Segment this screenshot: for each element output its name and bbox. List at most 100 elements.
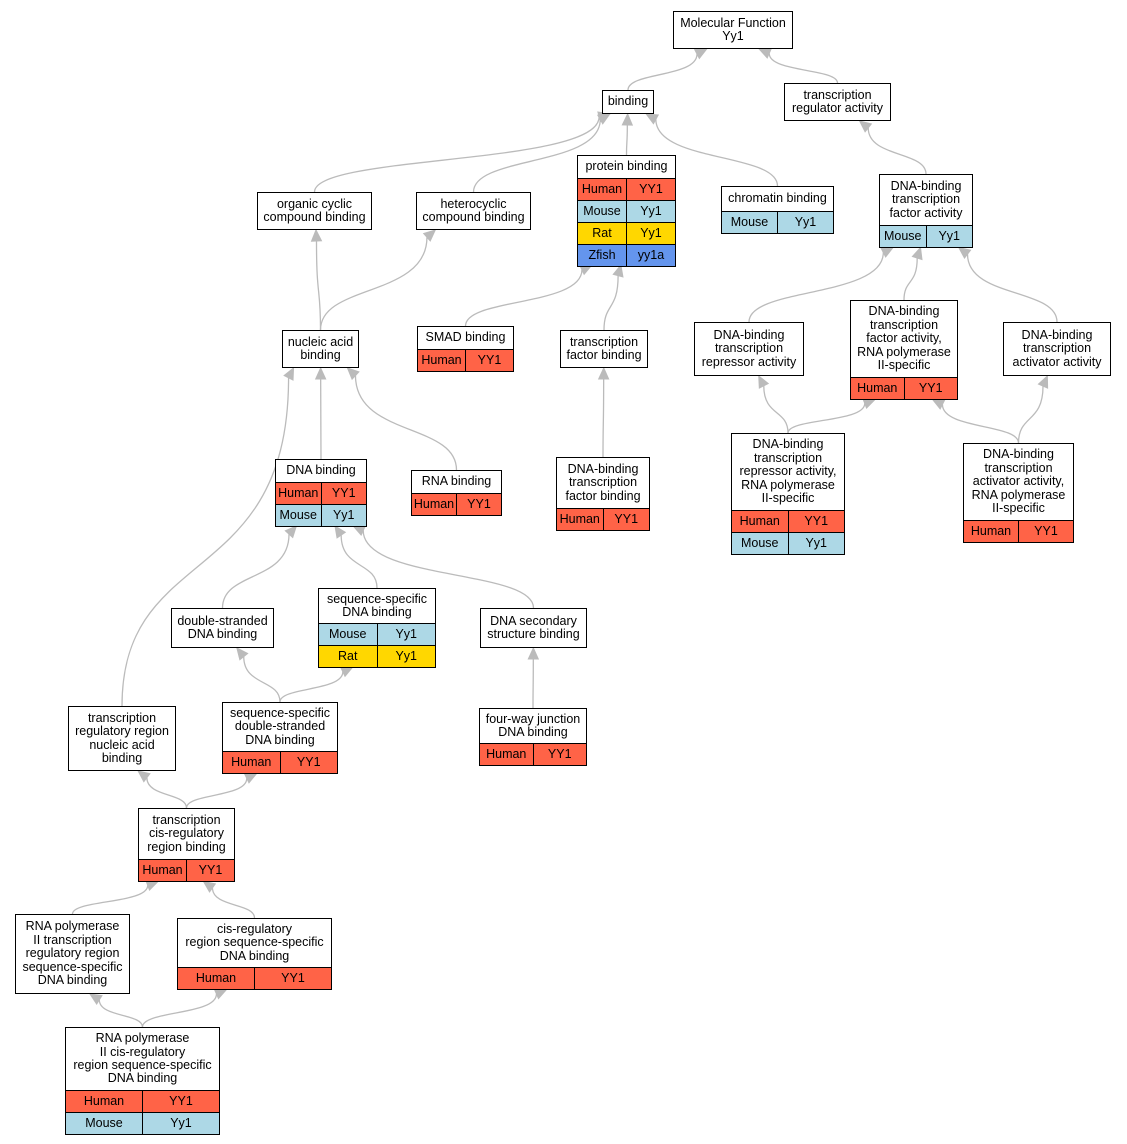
arrowhead [693, 48, 708, 60]
node-dbtra[interactable]: DNA-binding transcription repressor acti… [694, 322, 804, 376]
node-title: cis-regulatory region sequence-specific … [185, 921, 324, 963]
edge-ocb-binding [313, 116, 600, 193]
arrowhead [596, 113, 611, 125]
node-tra[interactable]: transcription regulator activity [784, 83, 891, 121]
node-title: RNA binding [421, 474, 492, 489]
arrowhead [422, 229, 437, 242]
node-title: organic cyclic compound binding [263, 196, 366, 224]
node-title: SMAD binding [425, 330, 506, 345]
gene-symbol: Yy1 [925, 226, 973, 247]
species-name: Rat [338, 648, 358, 663]
gene-symbol: YY1 [279, 752, 338, 773]
node-title: binding [607, 94, 649, 109]
node-dbtaa2[interactable]: DNA-binding transcription activator acti… [963, 443, 1074, 543]
node-tfb[interactable]: transcription factor binding [560, 330, 648, 368]
node-ocb[interactable]: organic cyclic compound binding [257, 192, 372, 230]
edge-nab-ocb [315, 240, 322, 331]
node-title: DNA-binding transcription factor activit… [889, 178, 963, 220]
gene-symbol: YY1 [903, 378, 958, 399]
arrowhead [310, 228, 323, 242]
node-tcrrb[interactable]: transcription cis-regulatory region bind… [138, 808, 235, 882]
species-name: Human [857, 380, 898, 395]
node-dbtfa[interactable]: DNA-binding transcription factor activit… [879, 174, 973, 248]
gene-symbol: Yy1 [626, 201, 675, 222]
gene-symbol: YY1 [532, 744, 587, 765]
arrowhead [527, 646, 540, 660]
arrowhead [284, 525, 298, 539]
node-binding[interactable]: binding [602, 90, 654, 114]
node-rnapcis[interactable]: RNA polymerase II cis-regulatory region … [65, 1027, 220, 1135]
node-trrnab[interactable]: transcription regulatory region nucleic … [68, 706, 176, 771]
node-title: DNA-binding transcription factor binding [565, 461, 641, 503]
arrowhead [621, 112, 634, 126]
node-title: transcription regulator activity [791, 87, 883, 115]
node-ssdsdb[interactable]: sequence-specific double-stranded DNA bi… [222, 702, 338, 774]
edge-rnapii-tcrrb [71, 885, 149, 915]
gene-symbol: Yy1 [777, 212, 833, 233]
species-row: Human YY1 [851, 377, 957, 399]
node-dbtfb[interactable]: DNA-binding transcription factor binding… [556, 457, 650, 531]
node-title: Molecular Function Yy1 [680, 15, 786, 43]
node-title: sequence-specific double-stranded DNA bi… [229, 705, 331, 747]
edge-pb-binding [625, 124, 628, 156]
node-title: sequence-specific DNA binding [326, 591, 428, 619]
gene-symbol: Yy1 [626, 223, 675, 244]
node-rnapii[interactable]: RNA polymerase II transcription regulato… [15, 914, 130, 994]
edge-dbtfb-tfb [602, 378, 605, 458]
gene-symbol: YY1 [465, 350, 513, 371]
edge-rnab-nab [354, 375, 458, 471]
edge-ssdsdb-dsdb [243, 656, 281, 703]
arrowhead [346, 367, 360, 381]
species-name: Human [970, 523, 1012, 538]
edge-dbtfa-tra [867, 127, 927, 175]
node-dbtaa[interactable]: DNA-binding transcription activator acti… [1003, 322, 1111, 376]
arrowhead [858, 120, 873, 133]
node-mf[interactable]: Molecular Function Yy1 [673, 11, 793, 49]
edge-dbtfa2-dbtfa [903, 257, 918, 301]
species-name: Zfish [588, 247, 616, 262]
species-name: Human [231, 754, 272, 769]
node-nab[interactable]: nucleic acid binding [282, 330, 359, 368]
node-title: transcription factor binding [566, 334, 642, 362]
gene-symbol: Yy1 [142, 1113, 219, 1134]
node-dssb[interactable]: DNA secondary structure binding [480, 608, 587, 648]
node-crrssdb[interactable]: cis-regulatory region sequence-specific … [177, 918, 332, 990]
node-dbtfa2[interactable]: DNA-binding transcription factor activit… [850, 300, 958, 400]
species-name: Mouse [740, 535, 779, 550]
edge-dbtaa2-dbtaa [1017, 386, 1044, 444]
gene-symbol: YY1 [787, 511, 845, 532]
node-dsdb[interactable]: double-stranded DNA binding [171, 608, 274, 648]
edge-dssb-dnab [362, 530, 535, 609]
edge-tcrrb-trrnab [146, 777, 188, 809]
node-title: transcription regulatory region nucleic … [75, 710, 169, 765]
gene-symbol: YY1 [254, 968, 331, 989]
arrowhead [597, 366, 610, 380]
node-dbtra2[interactable]: DNA-binding transcription repressor acti… [731, 433, 845, 555]
node-hcb[interactable]: heterocyclic compound binding [416, 192, 531, 230]
arrowhead [862, 398, 877, 410]
edge-dbtra2-dbtfa2 [787, 403, 866, 434]
arrowhead [314, 366, 327, 380]
edge-dbtaa-dbtfa [966, 254, 1058, 323]
gene-symbol: YY1 [602, 509, 650, 530]
node-title: DNA-binding transcription activator acti… [971, 447, 1066, 516]
